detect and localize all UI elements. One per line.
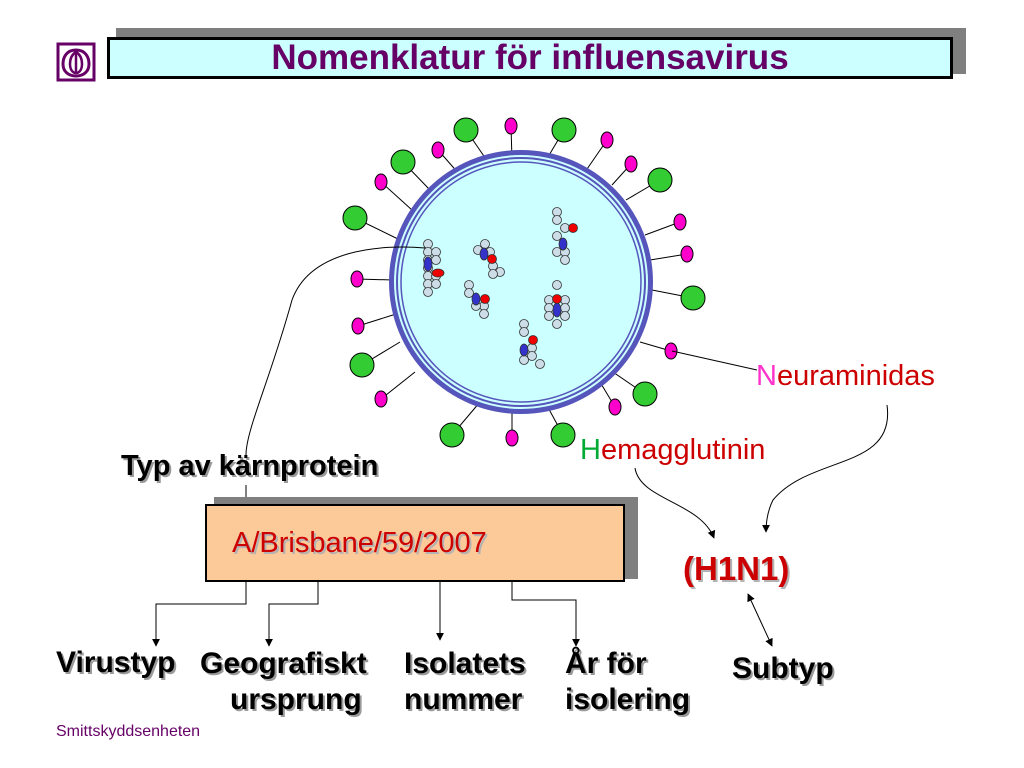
- hemagglutinin-spike: [390, 149, 416, 175]
- neuraminidas-label: Neuraminidas: [756, 360, 935, 393]
- neuraminidase-spike: [504, 117, 518, 135]
- footer-organization: Smittskyddsenheten: [56, 723, 201, 740]
- subtyp-label: Subtyp: [732, 652, 834, 685]
- hemagglutinin-spike: [349, 352, 375, 378]
- geografiskt-label: Geografiskt ursprung: [200, 646, 367, 718]
- neuraminidase-spike: [600, 131, 614, 149]
- ar-line2: isolering: [565, 683, 691, 716]
- neuraminidase-spike: [374, 390, 388, 408]
- neuraminidase-spike: [374, 173, 388, 191]
- ar-line1: År för: [565, 647, 647, 680]
- hemagglutinin-spike: [551, 117, 577, 143]
- hemagglutinin-spike: [680, 285, 706, 311]
- surface-spikes: [342, 117, 706, 448]
- rnp-segment: [552, 207, 578, 265]
- hemagglutinin-spike: [647, 167, 673, 193]
- rnp-segment: [519, 319, 545, 369]
- neuraminidase-spike: [624, 155, 638, 173]
- neuraminidase-spike: [431, 141, 445, 159]
- neuraminidase-spike: [673, 213, 687, 231]
- smittskydd-logo-icon: [56, 42, 96, 82]
- neuraminidase-spike: [664, 342, 678, 360]
- hemagglutinin-spike: [632, 381, 658, 407]
- rnp-segment: [423, 239, 445, 297]
- ribonucleoprotein-segments: [423, 207, 578, 369]
- karnprotein-pointer-line: [245, 246, 426, 456]
- virion-envelope: [389, 150, 653, 414]
- hemagglutinin-to-h1n1-arrow: [634, 467, 716, 539]
- geografiskt-line2: ursprung: [230, 683, 362, 716]
- isolatets-label: Isolatets nummer: [404, 646, 526, 718]
- connectors: [152, 246, 889, 647]
- hemagglutinin-rest: emagglutinin: [600, 434, 766, 466]
- neuraminidase-spike: [505, 429, 519, 447]
- hemagglutinin-spike: [342, 205, 368, 231]
- neuraminidas-rest: euraminidas: [776, 360, 935, 392]
- rnp-segment: [473, 239, 505, 279]
- ar-label: År för isolering: [565, 646, 690, 718]
- subtyp-arrow: [747, 593, 773, 647]
- hemagglutinin-spike: [439, 422, 465, 448]
- geografiskt-arrow: [265, 567, 322, 647]
- rnp-segment: [464, 280, 490, 319]
- ar-arrow: [508, 565, 580, 647]
- virustyp-label: Virustyp: [56, 646, 176, 679]
- hemagglutinin-label: Hemagglutinin: [580, 434, 765, 467]
- strain-code: A/Brisbane/59/2007: [232, 527, 487, 559]
- isolatets-line2: nummer: [404, 683, 523, 716]
- title-box: Nomenklatur för influensavirus: [107, 37, 953, 79]
- hemagglutinin-initial: H: [580, 434, 601, 466]
- neuraminidase-spike: [680, 245, 694, 263]
- virustyp-arrow: [152, 567, 250, 647]
- neuraminidas-to-h1n1-arrow: [762, 404, 889, 533]
- subtype-code: (H1N1): [683, 550, 790, 587]
- strain-code-box: [205, 504, 625, 582]
- hemagglutinin-spike: [550, 422, 576, 448]
- karnprotein-label: Typ av kärnprotein: [121, 450, 379, 482]
- page-title: Nomenklatur för influensavirus: [271, 38, 789, 77]
- neuraminidas-initial: N: [756, 360, 777, 392]
- geografiskt-line1: Geografiskt: [200, 647, 367, 680]
- rnp-segment: [544, 280, 570, 329]
- hemagglutinin-spike: [453, 117, 479, 143]
- neuraminidase-spike: [608, 398, 622, 416]
- isolatets-line1: Isolatets: [404, 647, 526, 680]
- neuraminidase-spike: [351, 317, 365, 335]
- neuraminidase-spike: [350, 270, 364, 288]
- neuraminidase-pointer-line: [671, 350, 758, 371]
